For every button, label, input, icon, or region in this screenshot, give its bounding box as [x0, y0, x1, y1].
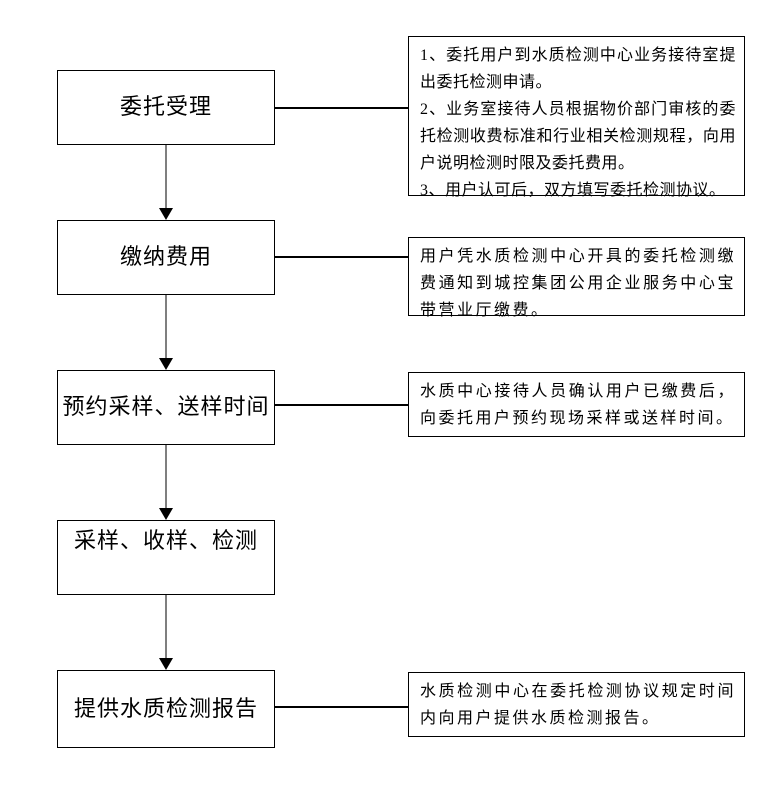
connector-line-horizontal-3	[275, 404, 408, 406]
note-text: 用户凭水质检测中心开具的委托检测缴费通知到城控集团公用企业服务中心宝带营业厅缴费…	[420, 248, 736, 319]
note-text: 1、委托用户到水质检测中心业务接待室提出委托检测申请。 2、业务室接待人员根据物…	[420, 47, 736, 199]
flow-step-label: 提供水质检测报告	[73, 695, 258, 721]
connector-line-vertical-3	[165, 445, 167, 509]
flow-step-box-4: 采样、收样、检测	[57, 520, 275, 595]
down-arrow-icon-4	[159, 658, 173, 670]
connector-line-horizontal-4	[275, 706, 408, 708]
down-arrow-icon-3	[159, 508, 173, 520]
flow-step-label: 采样、收样、检测	[73, 528, 258, 553]
note-box-2: 用户凭水质检测中心开具的委托检测缴费通知到城控集团公用企业服务中心宝带营业厅缴费…	[408, 237, 745, 319]
note-box-4: 水质检测中心在委托检测协议规定时间内向用户提供水质检测报告。	[408, 672, 745, 737]
flow-step-box-2: 缴纳费用	[57, 220, 275, 295]
connector-line-vertical-1	[165, 145, 167, 209]
flow-step-label: 委托受理	[119, 94, 212, 120]
flow-step-box-3: 预约采样、送样时间	[57, 370, 275, 445]
note-text: 水质中心接待人员确认用户已缴费后，向委托用户预约现场采样或送样时间。	[420, 383, 736, 427]
connector-line-vertical-4	[165, 595, 167, 659]
flow-step-label: 预约采样、送样时间	[62, 394, 270, 420]
flow-step-box-1: 委托受理	[57, 70, 275, 145]
note-text: 水质检测中心在委托检测协议规定时间内向用户提供水质检测报告。	[420, 683, 736, 727]
note-box-1: 1、委托用户到水质检测中心业务接待室提出委托检测申请。 2、业务室接待人员根据物…	[408, 36, 745, 199]
flow-step-box-5: 提供水质检测报告	[57, 670, 275, 748]
flow-step-label: 缴纳费用	[119, 244, 212, 270]
connector-line-vertical-2	[165, 295, 167, 359]
down-arrow-icon-2	[159, 358, 173, 370]
connector-line-horizontal-1	[275, 107, 408, 109]
connector-line-horizontal-2	[275, 256, 408, 258]
down-arrow-icon-1	[159, 208, 173, 220]
note-box-3: 水质中心接待人员确认用户已缴费后，向委托用户预约现场采样或送样时间。	[408, 372, 745, 437]
